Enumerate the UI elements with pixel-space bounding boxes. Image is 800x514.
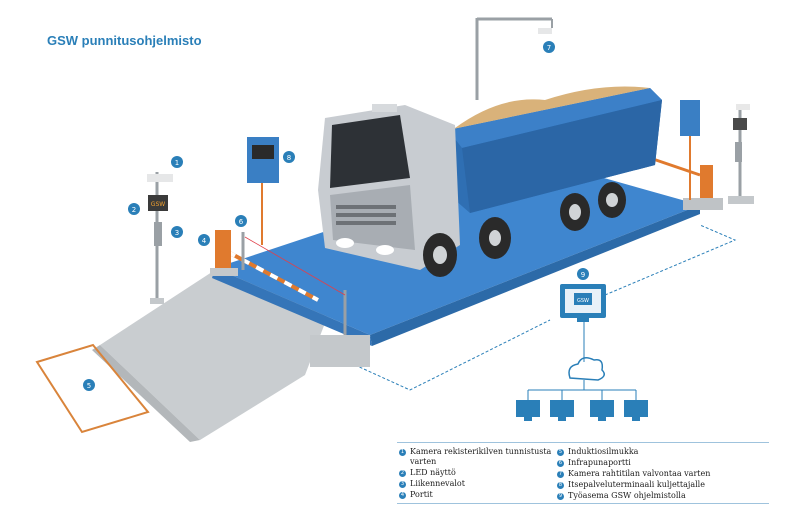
client-monitor — [516, 400, 540, 417]
badge-9: 9 — [577, 268, 589, 280]
client-monitor — [624, 400, 648, 417]
legend-item: 7 Kamera rahtitilan valvontaa varten — [557, 469, 767, 479]
monitor-logo-text: GSW — [577, 298, 589, 304]
legend-item: 5 Induktiosilmukka — [557, 447, 767, 457]
legend-number: 8 — [557, 482, 564, 489]
legend-number: 5 — [557, 449, 564, 456]
legend-item: 1 Kamera rekisterikilven tunnistusta vart… — [399, 447, 559, 467]
legend-column-right: 5 Induktiosilmukka 6 Infrapunaportti 7 Kame… — [557, 447, 767, 502]
legend-text: Kamera rekisterikilven tunnistusta varte… — [410, 447, 552, 466]
svg-text:4: 4 — [202, 237, 207, 245]
legend-text: Portit — [410, 490, 433, 499]
svg-text:1: 1 — [175, 159, 179, 167]
legend: 1 Kamera rekisterikilven tunnistusta vart… — [397, 442, 769, 504]
right-terminal — [680, 100, 700, 136]
induction-loop — [35, 343, 150, 434]
svg-text:5: 5 — [87, 382, 91, 390]
truck-cargo — [448, 86, 650, 130]
legend-item: 8 Itsepalveluterminaali kuljettajalle — [557, 480, 767, 490]
legend-text: Induktiosilmukka — [568, 447, 639, 456]
led-display — [148, 195, 168, 211]
badge-8: 8 — [283, 151, 295, 163]
legend-number: 3 — [399, 481, 406, 488]
legend-item: 3 Liikennevalot — [399, 479, 559, 489]
legend-column-left: 1 Kamera rekisterikilven tunnistusta vart… — [399, 447, 559, 501]
badge-2: 2 — [128, 203, 140, 215]
legend-item: 4 Portit — [399, 490, 559, 500]
legend-text: Kamera rahtitilan valvontaa varten — [568, 469, 711, 478]
legend-number: 9 — [557, 493, 564, 500]
legend-text: Työasema GSW ohjelmistolla — [568, 491, 686, 500]
badge-6: 6 — [235, 215, 247, 227]
legend-text: Itsepalveluterminaali kuljettajalle — [568, 480, 705, 489]
badge-7: 7 — [543, 41, 555, 53]
legend-item: 6 Infrapunaportti — [557, 458, 767, 468]
svg-text:9: 9 — [581, 271, 585, 279]
traffic-lights — [154, 222, 162, 246]
svg-text:6: 6 — [239, 218, 244, 226]
legend-number: 7 — [557, 471, 564, 478]
badge-3: 3 — [171, 226, 183, 238]
legend-text: LED näyttö — [410, 468, 456, 477]
legend-number: 6 — [557, 460, 564, 467]
svg-text:2: 2 — [132, 206, 136, 214]
cloud-icon — [568, 357, 605, 381]
legend-text: Infrapunaportti — [568, 458, 631, 467]
self-service-terminal — [247, 137, 279, 183]
badge-4: 4 — [198, 234, 210, 246]
entry-ramp — [100, 270, 330, 440]
client-monitor — [550, 400, 574, 417]
led-display-text: GSW — [151, 201, 165, 208]
legend-number: 4 — [399, 492, 406, 499]
legend-item: 9 Työasema GSW ohjelmistolla — [557, 491, 767, 501]
svg-text:7: 7 — [547, 44, 551, 52]
connection-line — [354, 319, 551, 391]
svg-text:8: 8 — [287, 154, 291, 162]
cargo-camera — [538, 28, 552, 34]
page-title: GSW punnitusohjelmisto — [47, 33, 202, 48]
legend-item: 2 LED näyttö — [399, 468, 559, 478]
legend-number: 1 — [399, 449, 406, 456]
svg-text:3: 3 — [175, 229, 179, 237]
client-monitor — [590, 400, 614, 417]
connection-line — [604, 224, 737, 296]
legend-number: 2 — [399, 470, 406, 477]
badge-5: 5 — [83, 379, 95, 391]
legend-text: Liikennevalot — [410, 479, 465, 488]
badge-1: 1 — [171, 156, 183, 168]
